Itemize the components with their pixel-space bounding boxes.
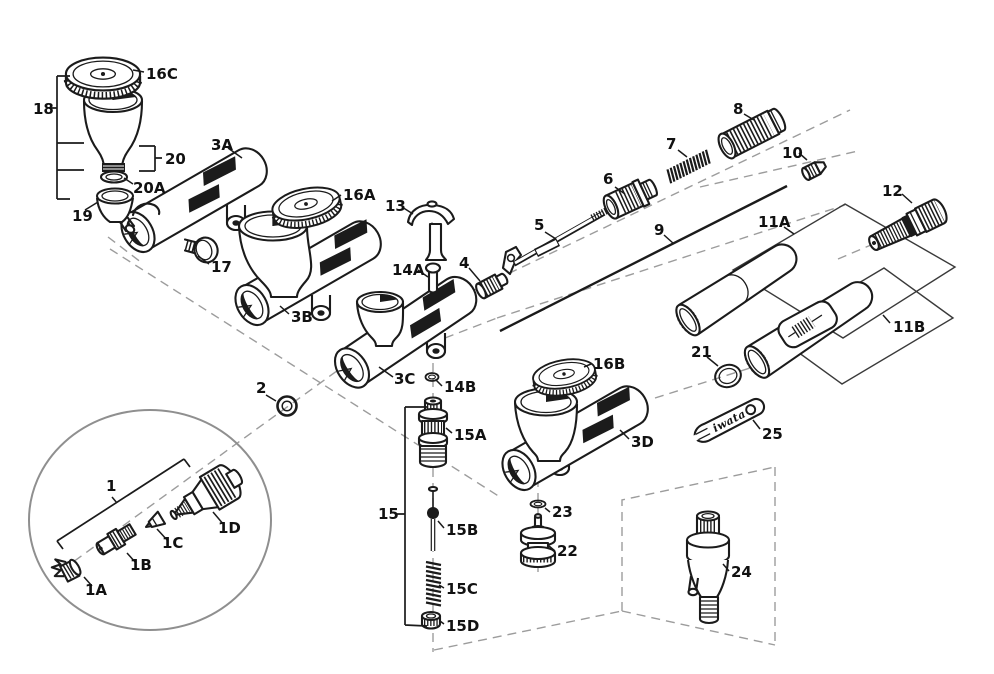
- part-16C-lid: [66, 58, 140, 99]
- part-label-17: 17: [211, 258, 232, 276]
- part-label-12: 12: [882, 182, 903, 200]
- part-4-nut: [475, 272, 509, 300]
- part-label-7: 7: [666, 135, 676, 153]
- part-3C-body: [326, 268, 486, 395]
- part-label-11A: 11A: [758, 213, 791, 231]
- part-label-15D: 15D: [446, 617, 479, 635]
- part-label-4: 4: [459, 254, 469, 272]
- part-14A-screw: [424, 262, 442, 294]
- part-label-3A: 3A: [211, 136, 233, 154]
- part-label-16C: 16C: [146, 65, 178, 83]
- leader-lines: [83, 69, 913, 625]
- part-13-trigger: [406, 200, 456, 262]
- part-label-15A: 15A: [454, 426, 487, 444]
- part-19-funnel: [95, 187, 136, 234]
- part-label-3B: 3B: [291, 308, 313, 326]
- part-label-15C: 15C: [446, 580, 478, 598]
- part-label-5: 5: [534, 216, 544, 234]
- grouping-box-24-dashed: [621, 466, 776, 646]
- part-5-valve-rod: [501, 207, 608, 276]
- part-14B-oring: [424, 372, 440, 382]
- part-1D-head-assembly: [169, 464, 244, 521]
- part-24-adapter: [685, 510, 731, 625]
- part-16A-lid: [269, 182, 344, 233]
- part-6-valve-guide: [602, 178, 658, 220]
- part-10-screw: [801, 161, 827, 181]
- part-9-needle: [499, 184, 788, 333]
- part-label-9: 9: [654, 221, 664, 239]
- part-7-spring: [666, 149, 711, 184]
- part-23-oring: [529, 499, 547, 509]
- part-label-22: 22: [557, 542, 578, 560]
- part-label-16B: 16B: [593, 355, 625, 373]
- part-label-3C: 3C: [394, 370, 415, 388]
- part-label-1D: 1D: [218, 519, 241, 537]
- part-16B-lid: [531, 355, 599, 400]
- part-label-21: 21: [691, 343, 712, 361]
- part-15B-valve-piston: [427, 485, 439, 551]
- part-label-16A: 16A: [343, 186, 376, 204]
- bracket-18: [49, 75, 84, 200]
- part-11A-handle: [675, 243, 798, 337]
- part-17-knob: [183, 236, 219, 264]
- part-label-14A: 14A: [392, 261, 425, 279]
- part-label-2: 2: [256, 379, 266, 397]
- part-11B-handle-cutaway: [743, 281, 874, 379]
- part-1C-nozzle: [144, 510, 167, 529]
- part-label-1C: 1C: [162, 534, 183, 552]
- part-3C-cup: [355, 290, 405, 348]
- part-1A-needle-cap: [50, 558, 82, 583]
- part-25-wrench: iwata: [692, 397, 766, 443]
- bracket-20: [139, 145, 162, 172]
- part-label-1B: 1B: [130, 556, 152, 574]
- bracket-15: [397, 406, 428, 627]
- part-label-1A: 1A: [85, 581, 107, 599]
- part-label-14B: 14B: [444, 378, 476, 396]
- part-label-8: 8: [733, 100, 743, 118]
- part-label-19: 19: [72, 207, 93, 225]
- part-15A-valve-body: [417, 396, 449, 469]
- part-label-20: 20: [165, 150, 186, 168]
- part-label-3D: 3D: [631, 433, 654, 451]
- bracket-1: [56, 458, 191, 550]
- part-22-air-valve: [519, 513, 557, 569]
- part-label-11B: 11B: [893, 318, 925, 336]
- part-label-25: 25: [762, 425, 783, 443]
- part-cup-body: [82, 86, 144, 172]
- part-21-oring: [714, 363, 742, 389]
- part-8-spring-guide: [717, 107, 787, 160]
- part-label-6: 6: [603, 170, 613, 188]
- part-label-10: 10: [782, 144, 803, 162]
- part-label-23: 23: [552, 503, 573, 521]
- part-label-20A: 20A: [133, 179, 166, 197]
- part-label-1: 1: [106, 477, 116, 495]
- part-label-13: 13: [385, 197, 406, 215]
- part-label-24: 24: [731, 563, 752, 581]
- part-20A-gasket: [99, 170, 129, 184]
- part-15D-valve-screw: [420, 610, 442, 630]
- part-15C-valve-spring: [425, 560, 442, 607]
- part-1B-nozzle-cap: [95, 523, 137, 556]
- part-label-15: 15: [378, 505, 399, 523]
- part-12-valve-fitting: [868, 198, 948, 252]
- part-2-oring: [276, 395, 298, 417]
- part-label-18: 18: [33, 100, 54, 118]
- detail-circle: [28, 409, 272, 631]
- part-label-15B: 15B: [446, 521, 478, 539]
- part-3A-body: [113, 139, 276, 259]
